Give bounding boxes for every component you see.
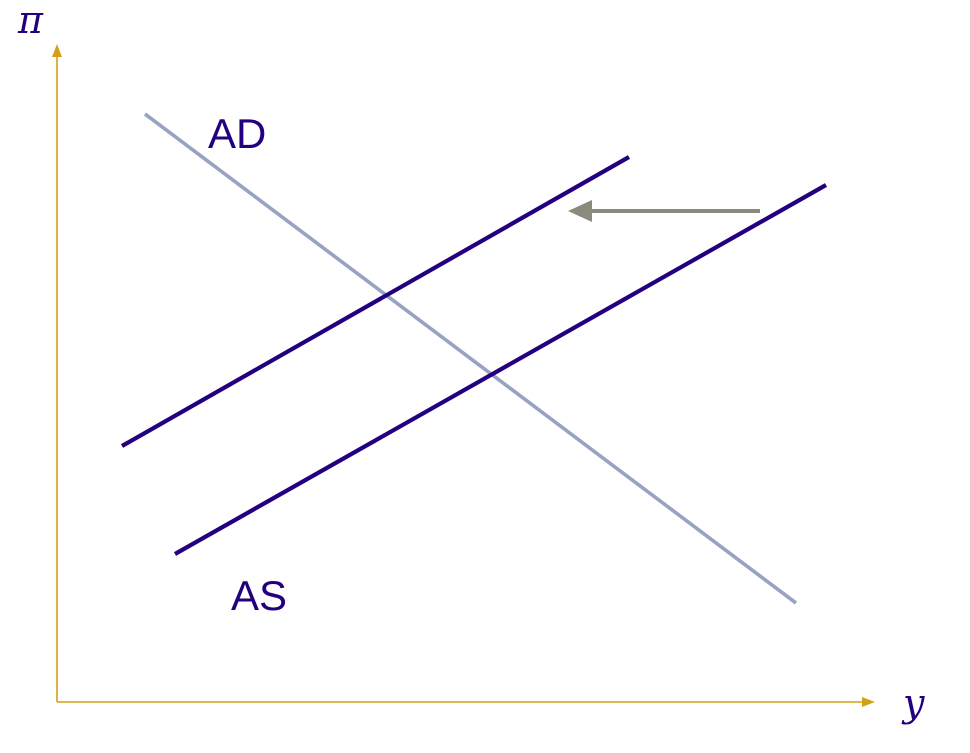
vertical-axis-label: π [17, 0, 44, 42]
shift-arrow-icon [568, 200, 592, 222]
horizontal-axis-arrowhead [862, 697, 875, 707]
as-curve-original [173, 183, 828, 556]
ad-curve-label: AD [208, 110, 266, 157]
ad-curve [143, 112, 798, 605]
vertical-axis-arrowhead [52, 44, 62, 57]
as-curve-shifted [120, 155, 631, 448]
horizontal-axis-label: y [901, 681, 925, 725]
as-curve-label: AS [231, 572, 287, 619]
